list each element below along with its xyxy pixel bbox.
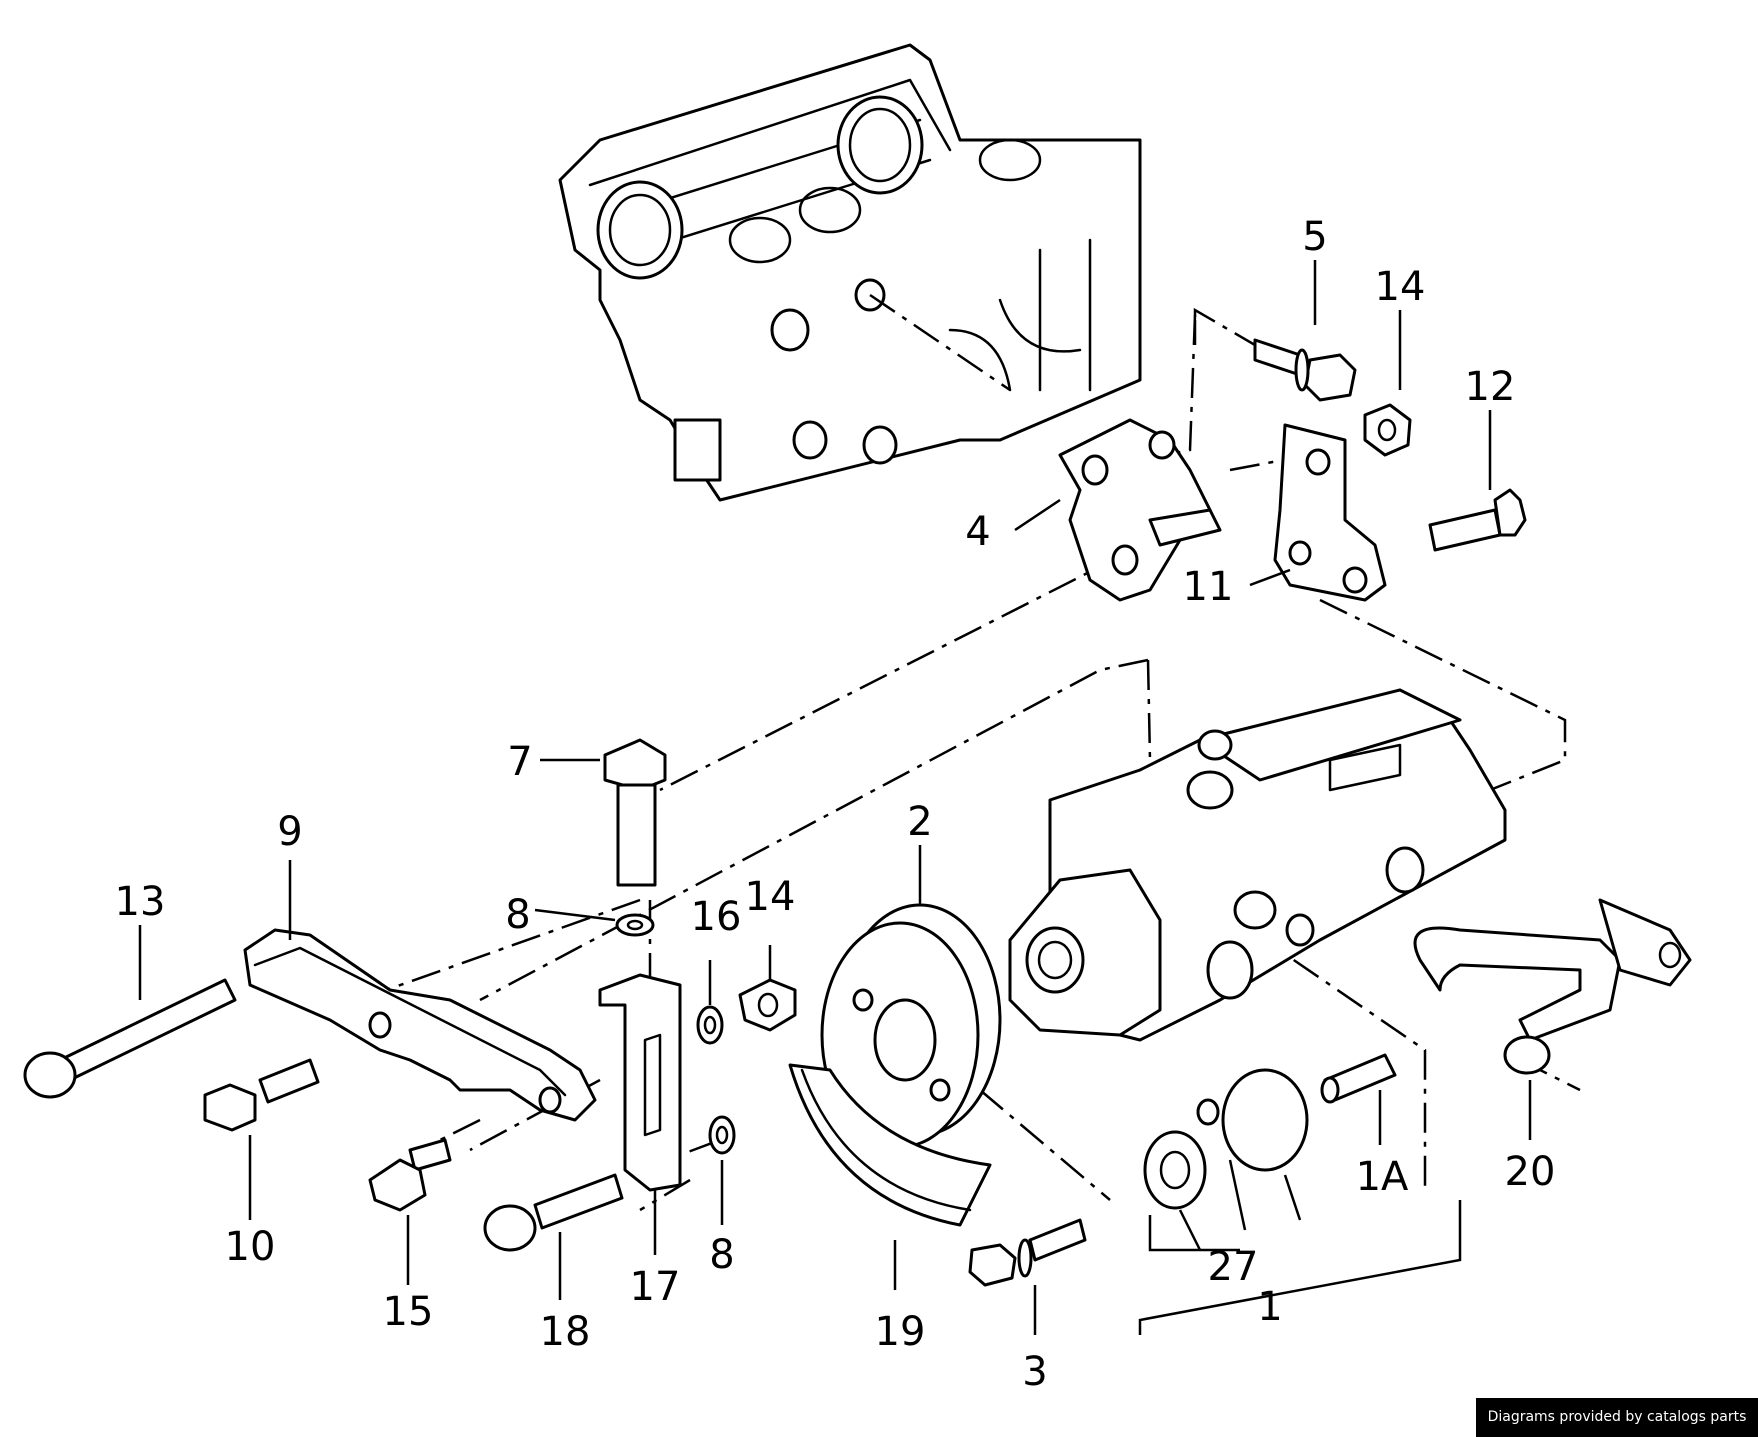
fitting-part-15 xyxy=(368,1138,452,1212)
diagram-credit-badge: Diagrams provided by catalogs parts xyxy=(1476,1398,1758,1437)
strap-bracket-part-17 xyxy=(598,973,682,1192)
callout-1A: 1A xyxy=(1356,1154,1409,1200)
assembly-centerlines xyxy=(329,293,1581,1212)
nut-part-14-upper xyxy=(1363,403,1412,457)
callout-18: 18 xyxy=(540,1309,591,1355)
mounting-bracket-part-4 xyxy=(1058,418,1222,602)
washer-part-16 xyxy=(696,1005,724,1045)
callout-1: 1 xyxy=(1257,1284,1282,1330)
hose-fitting-part-20 xyxy=(1413,898,1692,1075)
washer-part-8-upper xyxy=(615,913,655,937)
engine-block xyxy=(558,43,1142,502)
callout-8-upper: 8 xyxy=(505,892,530,938)
callout-3: 3 xyxy=(1022,1349,1047,1395)
callout-10: 10 xyxy=(225,1224,276,1270)
callout-20: 20 xyxy=(1505,1149,1556,1195)
bracket-part-9 xyxy=(243,928,597,1122)
callout-4: 4 xyxy=(965,509,990,555)
callout-7: 7 xyxy=(507,739,532,785)
callout-27: 27 xyxy=(1208,1244,1259,1290)
valve-part-1A xyxy=(1320,1053,1397,1104)
callout-14-upper: 14 xyxy=(1375,264,1426,310)
callout-leaders xyxy=(138,260,1532,1335)
callout-8-lower: 8 xyxy=(709,1232,734,1278)
bolt-part-10 xyxy=(203,1058,320,1132)
callout-17: 17 xyxy=(630,1264,681,1310)
long-bolt-part-13 xyxy=(23,978,237,1099)
callout-9: 9 xyxy=(277,809,302,855)
callout-11: 11 xyxy=(1183,564,1234,610)
washer-part-8-lower xyxy=(708,1115,736,1155)
callout-2: 2 xyxy=(907,799,932,845)
pulley-part-2 xyxy=(820,903,1002,1149)
callout-labels: 1 1A 2 3 4 5 7 8 8 9 10 11 12 13 14 14 1… xyxy=(115,214,1556,1395)
callout-5: 5 xyxy=(1302,214,1327,260)
seal-kit-part-27 xyxy=(1143,1068,1309,1210)
bolt-part-7 xyxy=(603,738,667,887)
bracket-plate-part-11 xyxy=(1273,423,1387,602)
power-steering-pump-part-1 xyxy=(1008,688,1507,1042)
nut-part-14-lower xyxy=(738,978,797,1032)
callout-12: 12 xyxy=(1465,364,1516,410)
callout-15: 15 xyxy=(383,1289,434,1335)
callout-14-lower: 14 xyxy=(745,874,796,920)
callout-19: 19 xyxy=(875,1309,926,1355)
belt-shield-part-19 xyxy=(788,1063,992,1227)
bolt-part-18 xyxy=(483,1173,624,1252)
bolt-part-5 xyxy=(1253,338,1357,402)
bolt-part-12 xyxy=(1428,488,1527,552)
bolt-part-3 xyxy=(968,1218,1087,1287)
callout-16: 16 xyxy=(691,894,742,940)
callout-13: 13 xyxy=(115,879,166,925)
